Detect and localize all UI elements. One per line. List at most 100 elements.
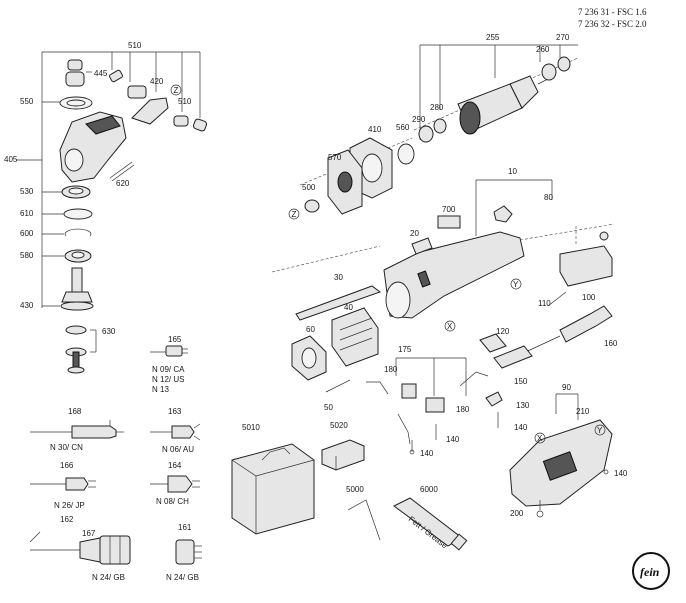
label-5000: 5000 <box>346 485 364 494</box>
plug-166 <box>30 477 96 491</box>
label-30: 30 <box>334 273 343 282</box>
plug-163 <box>150 423 201 441</box>
label-20: 20 <box>410 229 419 238</box>
label-160: 160 <box>604 339 618 348</box>
part-160-cable <box>559 305 613 343</box>
marker-x-right: X <box>537 434 543 443</box>
fein-logo: fein <box>632 552 670 590</box>
label-40: 40 <box>344 303 353 312</box>
label-530: 530 <box>20 187 34 196</box>
label-580: 580 <box>20 251 34 260</box>
label-210: 210 <box>576 407 590 416</box>
label-140-right: 140 <box>614 469 628 478</box>
marker-y-right: Y <box>597 426 603 435</box>
part-5010-case <box>231 443 315 535</box>
label-290: 290 <box>412 115 426 124</box>
label-180-right: 180 <box>456 405 470 414</box>
label-260: 260 <box>536 45 550 54</box>
cover-assembly <box>509 393 613 518</box>
label-164: 164 <box>168 461 182 470</box>
label-500: 500 <box>302 183 316 192</box>
model-line-1: 7 236 31 - FSC 1.6 <box>578 7 647 17</box>
marker-x-center: X <box>447 322 453 331</box>
label-420: 420 <box>150 77 164 86</box>
plug-n24-left: N 24/ GB <box>92 573 125 582</box>
label-5010: 5010 <box>242 423 260 432</box>
label-610: 610 <box>20 209 34 218</box>
part-130 <box>485 391 503 407</box>
plug-167 <box>29 531 131 565</box>
part-610-ring <box>63 208 93 220</box>
label-166: 166 <box>60 461 74 470</box>
motor-housing-assembly <box>271 179 615 455</box>
label-280: 280 <box>430 103 444 112</box>
label-560: 560 <box>396 123 410 132</box>
label-100: 100 <box>582 293 596 302</box>
plug-n08: N 08/ CH <box>156 497 189 506</box>
label-140-mid: 140 <box>446 435 460 444</box>
label-162: 162 <box>60 515 74 524</box>
label-630: 630 <box>102 327 116 336</box>
plug-164 <box>150 475 200 493</box>
part-5020-box <box>321 439 365 471</box>
plug-168 <box>30 420 124 439</box>
part-420-lever <box>127 85 147 99</box>
label-163: 163 <box>168 407 182 416</box>
label-510-top: 510 <box>128 41 142 50</box>
label-168: 168 <box>68 407 82 416</box>
label-150: 150 <box>514 377 528 386</box>
plug-n09: N 09/ CA <box>152 365 185 374</box>
marker-z-left: Z <box>174 86 179 95</box>
label-120: 120 <box>496 327 510 336</box>
part-100-switch <box>559 245 613 287</box>
label-550: 550 <box>20 97 34 106</box>
marker-z: Z <box>292 210 297 219</box>
part-445 <box>65 59 92 87</box>
plug-n06: N 06/ AU <box>162 445 194 454</box>
part-20 <box>411 237 433 255</box>
plug-165 <box>150 345 188 357</box>
label-600: 600 <box>20 229 34 238</box>
label-50: 50 <box>324 403 333 412</box>
label-200: 200 <box>510 509 524 518</box>
plug-n24-right: N 24/ GB <box>166 573 199 582</box>
plug-n26: N 26/ JP <box>54 501 85 510</box>
label-110: 110 <box>538 299 551 308</box>
plug-n13: N 13 <box>152 385 169 394</box>
label-90: 90 <box>562 383 571 392</box>
label-410: 410 <box>368 125 382 134</box>
label-6000: 6000 <box>420 485 438 494</box>
part-5000-hex-key <box>347 499 381 541</box>
label-700: 700 <box>442 205 456 214</box>
label-167: 167 <box>82 529 96 538</box>
part-620-screw <box>109 161 133 179</box>
part-50 <box>325 379 351 393</box>
label-255: 255 <box>486 33 500 42</box>
label-510-right: 510 <box>178 97 192 106</box>
label-5020: 5020 <box>330 421 348 430</box>
part-40-field <box>331 307 379 367</box>
label-130: 130 <box>516 401 530 410</box>
armature-assembly <box>299 44 579 215</box>
part-lock-lever <box>131 97 169 125</box>
label-60: 60 <box>306 325 315 334</box>
part-630-flange <box>65 325 87 335</box>
label-140-center: 140 <box>514 423 528 432</box>
label-10: 10 <box>508 167 517 176</box>
svg-text:fein: fein <box>640 565 660 579</box>
label-80: 80 <box>544 193 553 202</box>
model-line-2: 7 236 32 - FSC 2.0 <box>578 19 647 29</box>
label-620: 620 <box>116 179 130 188</box>
part-510-b <box>173 115 189 127</box>
part-510-a <box>109 69 123 83</box>
part-30 <box>295 285 382 321</box>
part-cap <box>192 118 208 132</box>
label-165: 165 <box>168 335 182 344</box>
part-120 <box>479 333 507 353</box>
plug-n12: N 12/ US <box>152 375 184 384</box>
part-180-a <box>401 383 417 399</box>
part-180-b <box>425 397 445 413</box>
plug-n30: N 30/ CN <box>50 443 83 452</box>
